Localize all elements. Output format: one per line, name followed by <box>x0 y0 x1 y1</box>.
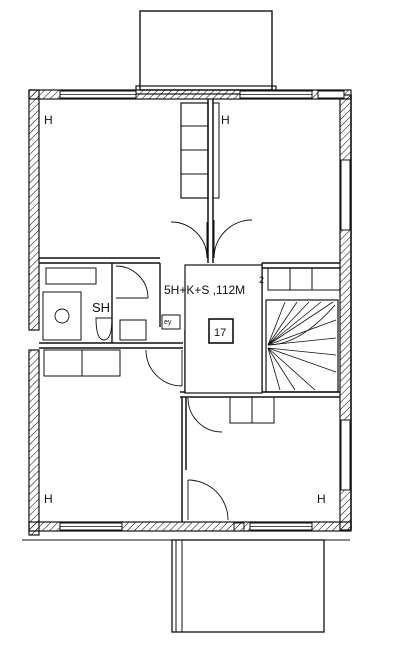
unit-spec: 5H+K+S ,112M <box>164 283 245 297</box>
windows-top <box>59 90 345 99</box>
apartment-number: 17 <box>214 327 226 339</box>
south-wardrobes <box>43 349 223 433</box>
small-label: ey <box>164 319 172 326</box>
staircase <box>265 299 339 393</box>
bathroom-fixtures <box>42 263 181 343</box>
bottom-balcony <box>171 539 325 633</box>
north-partition <box>180 99 220 263</box>
door-swings-north <box>170 219 253 259</box>
room-label-bathroom: SH <box>92 300 110 315</box>
entrance-door <box>187 479 245 532</box>
room-label-bedroom-ne: H <box>221 113 230 127</box>
room-label-bedroom-se: H <box>317 492 326 506</box>
apartment-number-box <box>208 318 234 344</box>
windows-right <box>340 159 351 491</box>
kitchen-counters <box>229 267 341 424</box>
unit-spec-superscript: 2 <box>259 275 264 285</box>
room-label-bedroom-nw: H <box>44 113 53 127</box>
windows-bottom <box>59 522 313 531</box>
top-balcony <box>135 10 277 95</box>
room-label-bedroom-sw: H <box>44 492 53 506</box>
